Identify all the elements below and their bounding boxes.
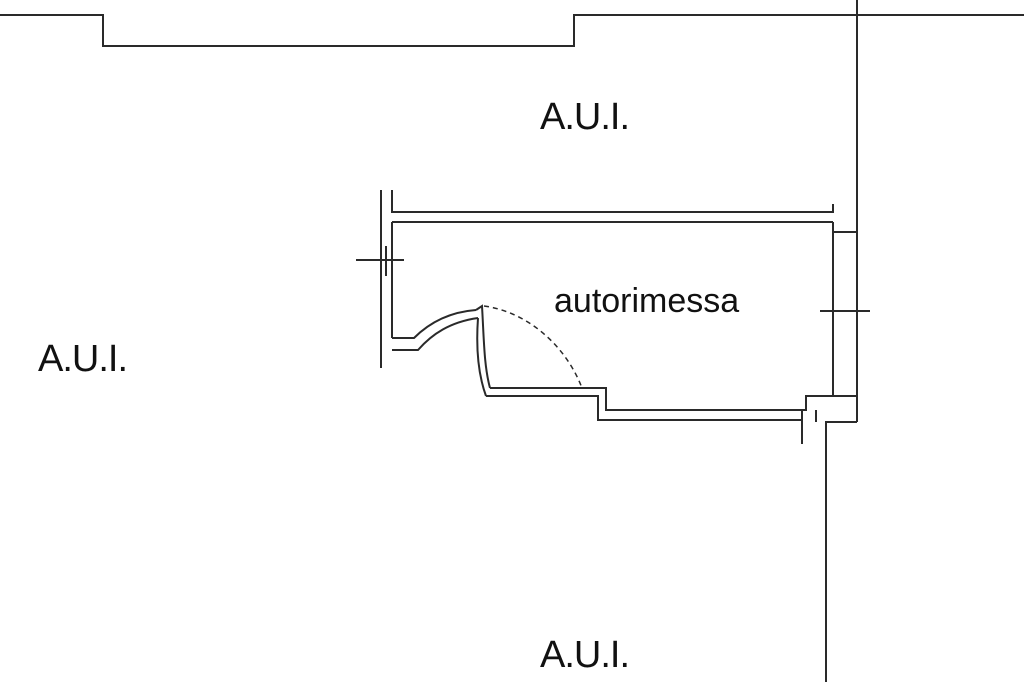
door-jamb-outer (475, 304, 491, 389)
aui-label-bottom: A.U.I. (540, 634, 630, 676)
bottom-wall-inner (490, 387, 833, 411)
room-label-autorimessa: autorimessa (554, 282, 740, 320)
aui-label-top: A.U.I. (540, 96, 630, 138)
curved-opening-outer (392, 309, 477, 339)
bottom-wall-outer (486, 395, 802, 421)
garage-top-wall-outer (391, 190, 834, 213)
top-boundary-line (0, 14, 1024, 47)
aui-label-left: A.U.I. (38, 338, 128, 380)
door-swing-arc (483, 305, 583, 389)
door-jamb-inner (476, 317, 487, 397)
lower-boundary-line (825, 421, 857, 682)
curved-opening-inner (392, 317, 479, 351)
